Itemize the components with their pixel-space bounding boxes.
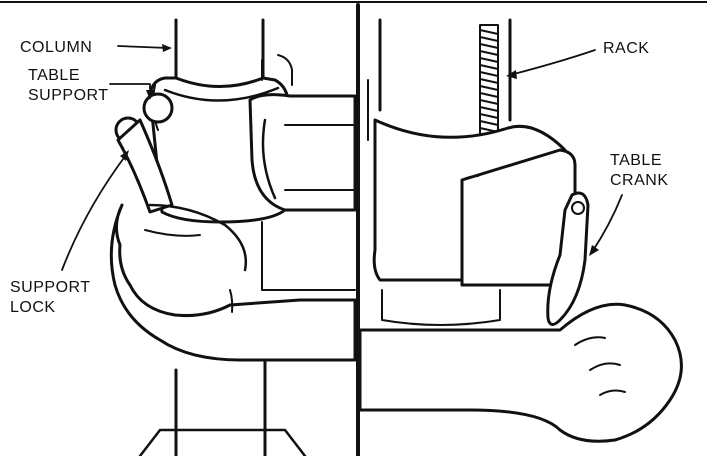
column-label: COLUMN <box>20 39 92 56</box>
left-base <box>140 430 305 456</box>
rack-label: RACK <box>603 40 649 57</box>
table-crank-label-line2: CRANK <box>610 172 669 189</box>
left-hand <box>111 205 355 360</box>
table-support-drawing <box>150 55 355 290</box>
support-lock-label-line1: SUPPORT <box>10 279 91 296</box>
right-panel: RACK TABLE CRANK <box>360 20 681 441</box>
table-crank-label-line1: TABLE <box>610 152 662 169</box>
support-lock-label-line2: LOCK <box>10 299 56 316</box>
left-panel: COLUMN TABLE SUPPORT SUPPORT LOCK <box>10 20 355 456</box>
table-support-label-line2: SUPPORT <box>28 87 109 104</box>
right-hand <box>360 304 681 441</box>
table-support-label-line1: TABLE <box>28 67 80 84</box>
right-table-support <box>368 80 575 325</box>
